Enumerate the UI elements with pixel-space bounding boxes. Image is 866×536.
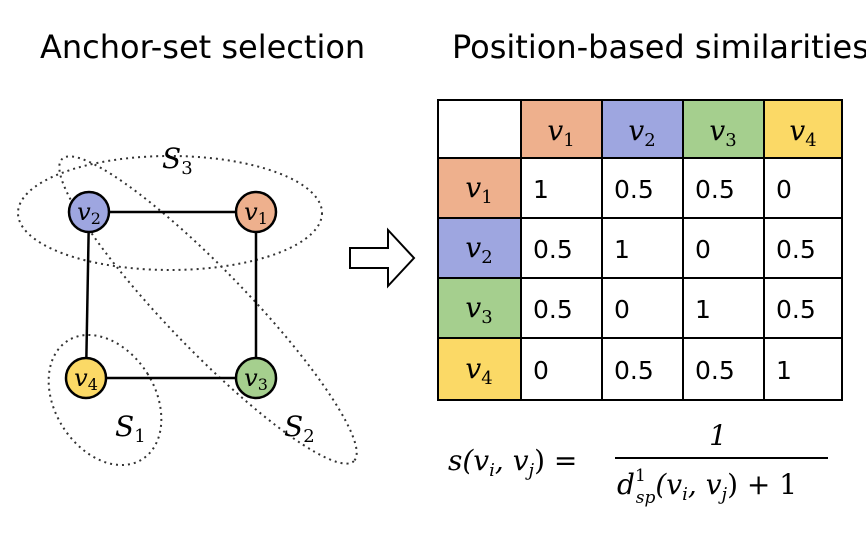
table-cell: 0.5 <box>614 175 654 204</box>
table-cell: 0.5 <box>614 356 654 385</box>
row-header-v3-bg <box>438 278 521 338</box>
table-cell: 0.5 <box>695 175 735 204</box>
table-cell: 0.5 <box>533 295 573 324</box>
table-cell: 0.5 <box>533 235 573 264</box>
table-cell: 1 <box>776 356 792 385</box>
anchor-set-s3-label: S3 <box>162 142 193 179</box>
row-header-v4: v4 <box>465 352 492 389</box>
table-grid <box>437 99 843 401</box>
col-header-v3-bg <box>683 100 764 158</box>
table-cell: 0 <box>695 235 711 264</box>
row-header-v1-bg <box>438 158 521 218</box>
anchor-set-selection-title: Anchor-set selection <box>40 28 366 66</box>
table-cell: 1 <box>533 175 549 204</box>
col-header-v4-bg <box>764 100 842 158</box>
similarity-table: v1 v2 v3 v4 v1 v2 v3 v4 1 0.5 0.5 0 0.5 … <box>437 99 843 401</box>
table-corner-cell <box>438 100 521 158</box>
table-cell: 0.5 <box>776 295 816 324</box>
table-cell: 0 <box>776 175 792 204</box>
anchor-set-s2-label: S2 <box>284 410 315 447</box>
col-header-v1-bg <box>521 100 602 158</box>
graph-node-v4: v4 <box>64 356 108 400</box>
position-based-similarities-title: Position-based similarities <box>452 28 866 66</box>
right-arrow-icon <box>349 227 416 289</box>
edge-v4-v2 <box>84 211 91 379</box>
graph-edges <box>84 210 258 380</box>
anchor-set-s1-ellipse <box>47 333 163 467</box>
formula-lhs: s(vi, vj) = <box>448 444 577 481</box>
graph-node-v1: v1 <box>234 190 278 234</box>
formula-numerator: 1 <box>709 419 727 452</box>
table-cell: 0 <box>533 356 549 385</box>
table-cell: 0.5 <box>776 235 816 264</box>
anchor-set-s1-label: S1 <box>115 410 146 447</box>
row-header-v4-bg <box>438 338 521 400</box>
anchor-set-s2-ellipse <box>58 155 358 465</box>
row-header-v2-bg <box>438 218 521 278</box>
anchor-set-ellipses <box>17 155 358 467</box>
anchor-set-s3-ellipse <box>17 155 323 271</box>
table-cell: 0 <box>614 295 630 324</box>
table-cell: 0.5 <box>695 356 735 385</box>
col-header-v2-bg <box>602 100 683 158</box>
graph-node-v2: v2 <box>67 190 111 234</box>
table-cell: 1 <box>614 235 630 264</box>
graph-node-v3: v3 <box>234 356 278 400</box>
table-cell: 1 <box>695 295 711 324</box>
